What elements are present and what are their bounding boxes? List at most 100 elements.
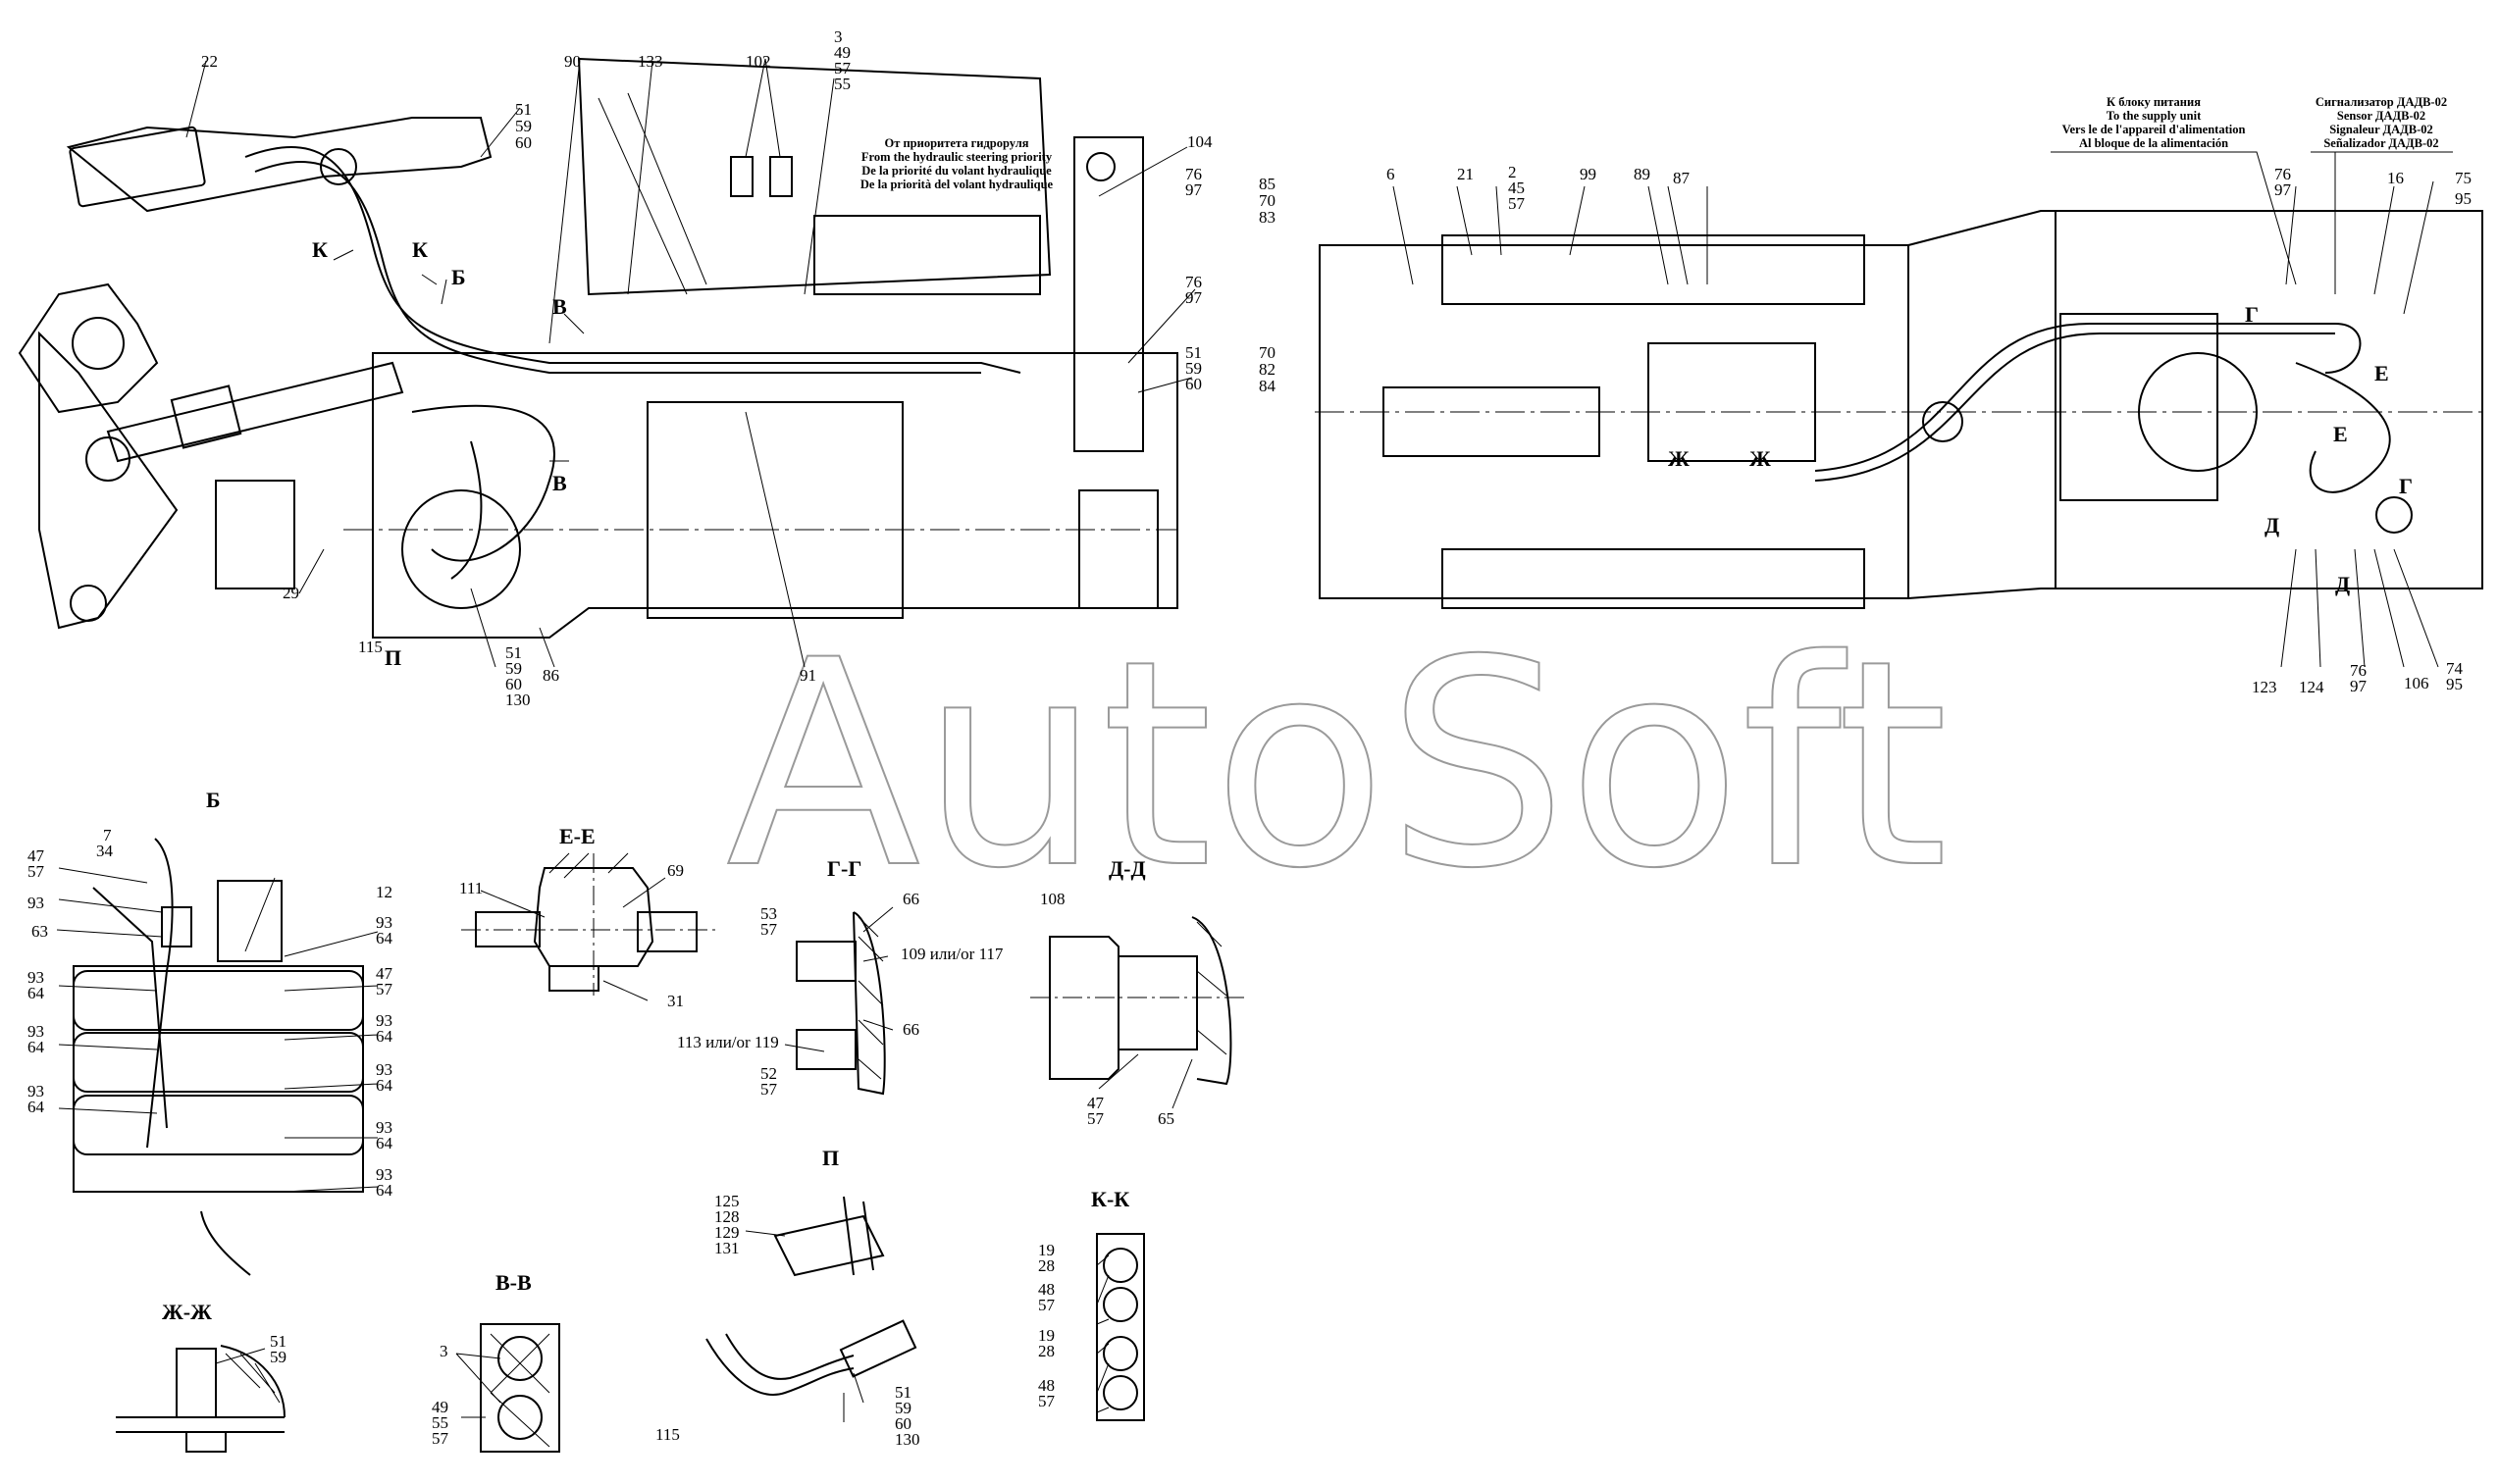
leader	[215, 1348, 266, 1364]
cab-outline	[577, 57, 1052, 296]
callout: 93	[27, 894, 44, 912]
callout: 99	[1580, 165, 1596, 183]
callout: 59	[895, 1399, 911, 1417]
callout: 21	[1457, 165, 1474, 183]
callout: 51	[515, 100, 532, 119]
callout: 59	[505, 659, 522, 678]
callout: 76	[2350, 661, 2367, 680]
leaders	[480, 877, 666, 1001]
section-title: В-В	[495, 1270, 532, 1295]
callout: 129	[714, 1223, 740, 1242]
plan-cylinder-bottom	[1441, 548, 1865, 609]
hose-loop	[411, 404, 555, 562]
hose-main-2	[254, 161, 981, 374]
callout: 51	[505, 643, 522, 662]
callout: 60	[895, 1414, 911, 1433]
callout: 63	[31, 922, 48, 941]
hatching	[548, 852, 629, 879]
bolt-lower	[796, 1029, 857, 1070]
callout: 34	[96, 842, 114, 860]
callout: 64	[376, 1134, 393, 1152]
boom-upper	[66, 117, 493, 213]
callout: 93	[27, 968, 44, 987]
callout: 115	[358, 638, 383, 656]
tee-body	[533, 867, 654, 967]
plan-pivot-2	[1922, 401, 1963, 442]
bolt-upper	[796, 941, 857, 982]
callout: 60	[515, 133, 532, 152]
callout: 12	[376, 883, 392, 901]
section-title: Б	[206, 788, 221, 812]
callout: 51	[895, 1383, 911, 1402]
wall	[1191, 916, 1232, 1086]
right-view-marks: Ж Ж Г Е Е Г Д Д	[1668, 302, 2413, 596]
callout: 57	[432, 1429, 449, 1448]
watermark: AutoSoft	[726, 600, 1949, 931]
callout: 57	[27, 862, 45, 881]
valve-body-12	[217, 880, 283, 962]
supply-unit-note: К блоку питания To the supply unit Vers …	[2051, 95, 2297, 285]
plan-pivot	[2375, 496, 2413, 534]
plate	[116, 1416, 285, 1433]
callout: 60	[505, 675, 522, 693]
callout: 55	[432, 1413, 448, 1432]
bucket-link	[18, 282, 159, 414]
callout: 31	[667, 992, 684, 1010]
note-line: Señalizador ДАДВ-02	[2323, 136, 2438, 150]
wall	[853, 911, 886, 1096]
hatching	[490, 1333, 550, 1448]
hatching	[225, 1353, 281, 1404]
callout: 76	[1185, 273, 1202, 291]
callout: 47	[376, 964, 393, 983]
bracket	[843, 1196, 874, 1276]
hatching	[858, 916, 884, 1080]
callout: 76	[1185, 165, 1202, 183]
view-mark: К	[312, 237, 328, 262]
callout: 3	[834, 27, 843, 46]
callout: 53	[760, 904, 777, 923]
callout: 28	[1038, 1256, 1055, 1275]
callout: 7	[103, 826, 112, 844]
plan-rear	[1907, 210, 2483, 599]
section-title: Е-Е	[559, 824, 596, 848]
section-b-leaders	[56, 867, 379, 1193]
sensor-note: Сигнализатор ДАДВ-02 Sensor ДАДВ-02 Sign…	[2311, 95, 2453, 294]
callout: 75	[2455, 169, 2472, 187]
callout: 82	[1259, 360, 1276, 379]
note-line: Сигнализатор ДАДВ-02	[2316, 95, 2447, 109]
frame	[372, 352, 1178, 639]
valve-row-2	[73, 1032, 364, 1093]
note-line: Sensor ДАДВ-02	[2337, 109, 2425, 123]
note-line: Signaleur ДАДВ-02	[2329, 123, 2433, 136]
tank-104	[1073, 136, 1144, 452]
valve-stack	[73, 965, 364, 1193]
hose-main-1	[244, 146, 1021, 374]
section-title: П	[822, 1146, 839, 1170]
callout: 113 или/or 119	[677, 1033, 779, 1051]
supply-leader	[2051, 151, 2297, 285]
callout: 57	[834, 59, 852, 77]
callout: 65	[1158, 1109, 1174, 1128]
callout: 108	[1040, 890, 1066, 908]
callout: 93	[376, 1165, 392, 1184]
callout: 128	[714, 1207, 740, 1226]
note-line: De la priorité du volant hydraulique	[861, 164, 1052, 178]
callout: 97	[1185, 288, 1203, 307]
callout: 97	[2350, 677, 2368, 695]
section-title: Г-Г	[827, 856, 861, 881]
cylinder-22	[69, 126, 206, 208]
fitting-69	[637, 911, 698, 952]
hub-left	[215, 480, 295, 589]
callout: 60	[1185, 375, 1202, 393]
tube	[1103, 1287, 1138, 1322]
callout: 70	[1259, 343, 1276, 362]
callout: 104	[1187, 132, 1213, 151]
view-mark: П	[385, 645, 401, 670]
plan-cab	[2055, 210, 2483, 589]
note-line: De la priorità del volant hydraulique	[860, 178, 1054, 191]
section-kk: К-К 19 28 48 57 19 28 48 57	[1038, 1187, 1145, 1421]
callout: 97	[2274, 180, 2292, 199]
plan-hose-2	[1814, 333, 2335, 482]
callout: 64	[27, 1098, 45, 1116]
